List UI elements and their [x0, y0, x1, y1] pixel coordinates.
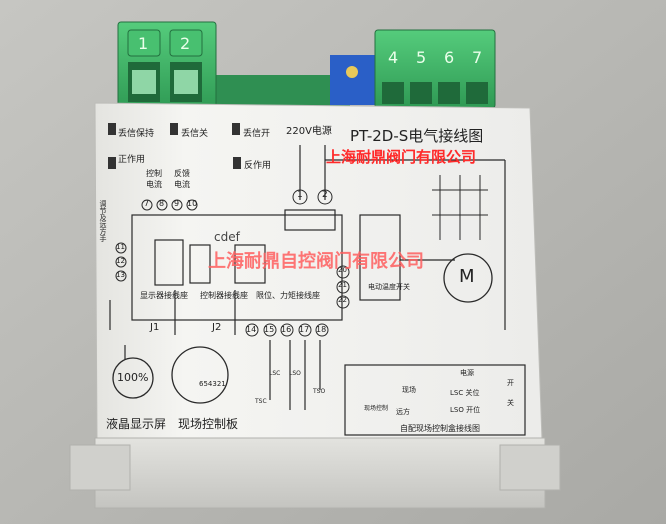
mid-terminal-22: 22 [338, 296, 347, 304]
connector-display: 显示器接线座 [140, 291, 188, 300]
watermark-1: 上海耐鼎阀门有限公司 [326, 148, 477, 166]
display-circle [112, 357, 154, 399]
switch-label-open: 丢信开 [243, 129, 271, 139]
bottom-label-lcd: 液晶显示屏 [106, 417, 167, 431]
terminal-label-1: 1 [138, 34, 149, 53]
terminal-label-2: 2 [180, 34, 191, 53]
terminal-label-4: 4 [388, 48, 399, 67]
power-label: 220V电源 [286, 126, 332, 137]
field-terminal-17: 17 [299, 325, 310, 334]
terminal-no-7: 7 [144, 199, 150, 208]
field-box-item-local: 现场 [402, 386, 416, 394]
terminal-no-11: 11 [116, 243, 125, 251]
mid-terminal-20: 20 [338, 266, 347, 274]
field-terminal-18: 18 [316, 325, 327, 334]
terminal-no-12: 12 [116, 257, 125, 265]
switch-label-reverse: 反作用 [244, 161, 272, 171]
terminal-label-7: 7 [472, 48, 483, 67]
power-terminal-no-1: 1 [297, 190, 303, 200]
mid-terminal-21: 21 [338, 281, 347, 289]
display-percent: 100% [117, 371, 149, 384]
motor-symbol [443, 253, 493, 303]
motor-m: M [459, 266, 475, 287]
wiring-label [94, 102, 543, 441]
cdef-label: cdef [214, 230, 240, 244]
field-terminal-14: 14 [246, 325, 257, 334]
label-tsc: TSC [255, 398, 267, 405]
bottom-label-board: 现场控制板 [178, 417, 239, 431]
knob-digits: 654321 [199, 380, 226, 388]
field-box-item-open: 开 [507, 379, 514, 387]
housing-base [69, 437, 561, 509]
terminal-label-6: 6 [444, 48, 455, 67]
trimmer-screw [346, 66, 358, 78]
connector-j1: J1 [150, 322, 160, 333]
header-control-current: 控制 电流 [146, 169, 162, 189]
field-box-item-close: 关 [507, 399, 514, 407]
field-box-item-power: 电源 [460, 369, 474, 377]
terminal-no-10: 10 [187, 199, 198, 208]
field-box-item-local-control: 现场控制 [364, 405, 389, 412]
label-tso: TSO [313, 388, 326, 395]
terminal-no-13: 13 [116, 271, 125, 279]
diagram-title: PT-2D-S电气接线图 [350, 127, 484, 145]
switch-label-direct: 正作用 [118, 155, 146, 165]
field-terminal-15: 15 [264, 325, 275, 334]
power-terminal-2 [317, 189, 333, 205]
switch-label-hold: 丢信保持 [118, 129, 155, 139]
side-note: 调节及远方手 [99, 200, 107, 242]
motor-note: 电动温度开关 [368, 283, 410, 291]
field-box-title: 自配现场控制盒接线图 [400, 424, 480, 433]
watermark-2: 上海耐鼎自控阀门有限公司 [208, 251, 424, 272]
trimmer-potentiometer [330, 55, 375, 105]
terminal-label-5: 5 [416, 48, 427, 67]
power-terminal-1 [292, 189, 308, 205]
control-board-circle [171, 346, 229, 404]
connector-limit-torque: 限位、力矩接线座 [256, 291, 320, 300]
field-box-item-lsc: LSC 关位 [450, 389, 480, 397]
power-terminal-no-2: 2 [322, 190, 328, 200]
connector-control: 控制器接线座 [200, 291, 248, 300]
label-lsc: LSC [269, 370, 281, 377]
label-lso: LSO [289, 370, 301, 377]
field-box-item-remote: 远方 [396, 408, 410, 416]
terminal-block-right [374, 29, 496, 109]
terminal-no-9: 9 [174, 199, 180, 208]
terminal-no-8: 8 [159, 199, 165, 208]
terminal-block-left [117, 21, 217, 111]
field-box-item-lso: LSO 开位 [450, 406, 481, 414]
header-feedback-current: 反馈 电流 [174, 169, 190, 189]
switch-label-close: 丢信关 [181, 129, 209, 139]
field-terminal-16: 16 [281, 325, 292, 334]
connector-j2: J2 [212, 322, 222, 333]
